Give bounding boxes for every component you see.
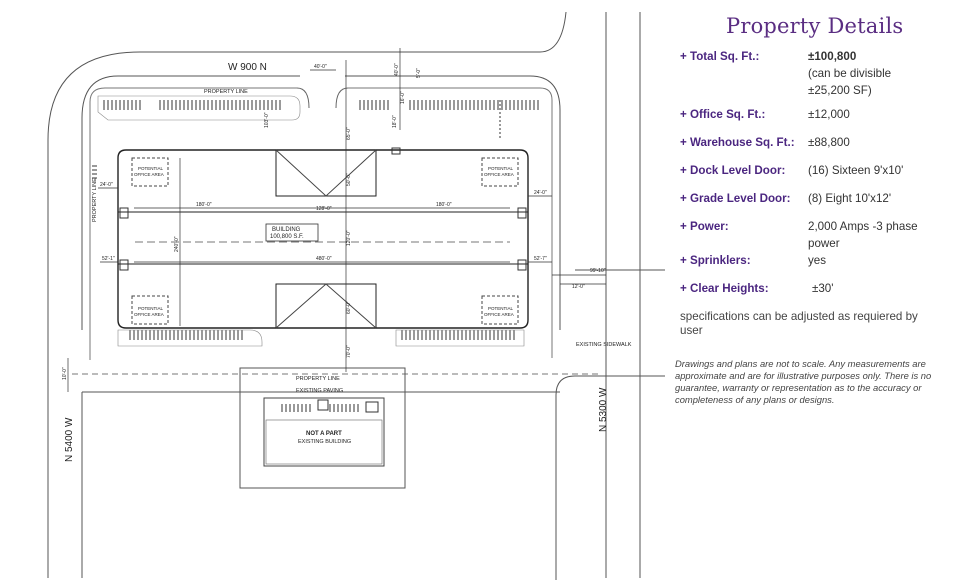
property-line-bottom-label: PROPERTY LINE: [296, 376, 340, 382]
office-label-sw-2: OFFICE AREA: [134, 312, 164, 317]
detail-value: ±100,800: [808, 50, 857, 63]
office-label-ne-1: POTENTIAL: [488, 166, 514, 171]
dim-west-small: 10'-0": [62, 367, 68, 380]
detail-label: + Office Sq. Ft.:: [680, 108, 766, 121]
street-label-west: N 5400 W: [64, 417, 75, 462]
detail-value: ±30': [812, 282, 834, 295]
detail-value-extra: ±25,200 SF): [808, 84, 872, 97]
detail-value: ±88,800: [808, 136, 850, 149]
existing-building-label: EXISTING BUILDING: [298, 439, 351, 445]
detail-label: + Power:: [680, 220, 729, 233]
building-size-label: 100,800 S.F.: [270, 234, 304, 240]
office-area-sw: [131, 295, 169, 325]
detail-value: ±12,000: [808, 108, 850, 121]
dim-right-span: 180'-0": [436, 202, 452, 208]
dim-right-width: 24'-0": [534, 190, 547, 196]
building-footprint: [117, 149, 529, 329]
dim-left-span: 180'-0": [196, 202, 212, 208]
property-line-left-label: PROPERTY LINE: [92, 178, 98, 222]
not-a-part-label: NOT A PART: [306, 431, 342, 437]
office-label-nw-2: OFFICE AREA: [134, 172, 164, 177]
dim-total-depth: 240'-0": [174, 236, 180, 252]
street-label-east: N 5300 W: [598, 387, 609, 432]
street-curb-north-inner: [81, 75, 300, 330]
detail-label: + Warehouse Sq. Ft.:: [680, 136, 795, 149]
detail-label: + Total Sq. Ft.:: [680, 50, 760, 63]
dim-left-side: 52'-1": [102, 256, 115, 262]
disclaimer-text: Drawings and plans are not to scale. Any…: [675, 358, 932, 405]
dim-right-side: 52'-7": [534, 256, 547, 262]
dim-center-span: 128'-0": [316, 206, 332, 212]
dim-south-setback: 70'-0": [346, 345, 352, 358]
dim-side-depth: 50'-0": [346, 173, 352, 186]
office-label-se-2: OFFICE AREA: [484, 312, 514, 317]
property-details-title: Property Details: [726, 14, 904, 38]
detail-value-extra: (can be divisible: [808, 67, 892, 80]
dim-left-width: 24'-0": [100, 182, 113, 188]
dim-east-walk: 12'-0": [572, 284, 585, 290]
existing-paving-label: EXISTING PAVING: [296, 388, 343, 394]
office-area-se: [481, 295, 519, 325]
office-area-ne: [481, 157, 519, 187]
office-label-sw-1: POTENTIAL: [138, 306, 164, 311]
site-plan: W 900 N N 5400 W N 5300 W PROPERTY LINE …: [47, 11, 665, 580]
office-label-se-1: POTENTIAL: [488, 306, 514, 311]
detail-label: + Clear Heights:: [680, 282, 769, 295]
dim-setback-a: 103'-0": [264, 112, 270, 128]
detail-value: (16) Sixteen 9'x10': [808, 164, 904, 177]
detail-label: + Dock Level Door:: [680, 164, 786, 177]
detail-value: yes: [808, 254, 827, 267]
property-line-top-label: PROPERTY LINE: [204, 89, 248, 95]
street-curb-north: [47, 11, 567, 578]
dim-north-small: 5'-0": [416, 68, 422, 78]
dim-dock-side-top: 18'-0": [392, 115, 398, 128]
dim-full-length: 480'-0": [316, 256, 332, 262]
property-details-panel: Property Details + Total Sq. Ft.: ±100,8…: [666, 0, 966, 588]
property-boundary: [89, 87, 297, 360]
dim-east-road: 99'-10": [590, 268, 606, 274]
existing-sidewalk-label: EXISTING SIDEWALK: [576, 342, 632, 348]
detail-label: + Sprinklers:: [680, 254, 751, 267]
office-area-nw: [131, 157, 169, 187]
office-label-ne-2: OFFICE AREA: [484, 172, 514, 177]
dim-center-depth: 120'-0": [346, 230, 352, 246]
dim-trailer: 16'-0": [400, 91, 406, 104]
existing-paving: [239, 367, 406, 489]
dim-drive-width: 40'-0": [314, 64, 327, 70]
dim-north-offset: 40'-0": [394, 63, 400, 76]
dim-south-depth: 60'-0": [346, 301, 352, 314]
detail-value: 2,000 Amps -3 phase power: [808, 220, 918, 250]
street-label-north: W 900 N: [228, 62, 267, 73]
specifications-note: specifications can be adjusted as requie…: [680, 310, 918, 337]
office-label-nw-1: POTENTIAL: [138, 166, 164, 171]
building-name-label: BUILDING: [272, 227, 301, 233]
dim-setback-b: 65'-0": [346, 127, 352, 140]
detail-label: + Grade Level Door:: [680, 192, 791, 205]
parking-stalls: [92, 100, 539, 412]
detail-value: (8) Eight 10'x12': [808, 192, 892, 205]
